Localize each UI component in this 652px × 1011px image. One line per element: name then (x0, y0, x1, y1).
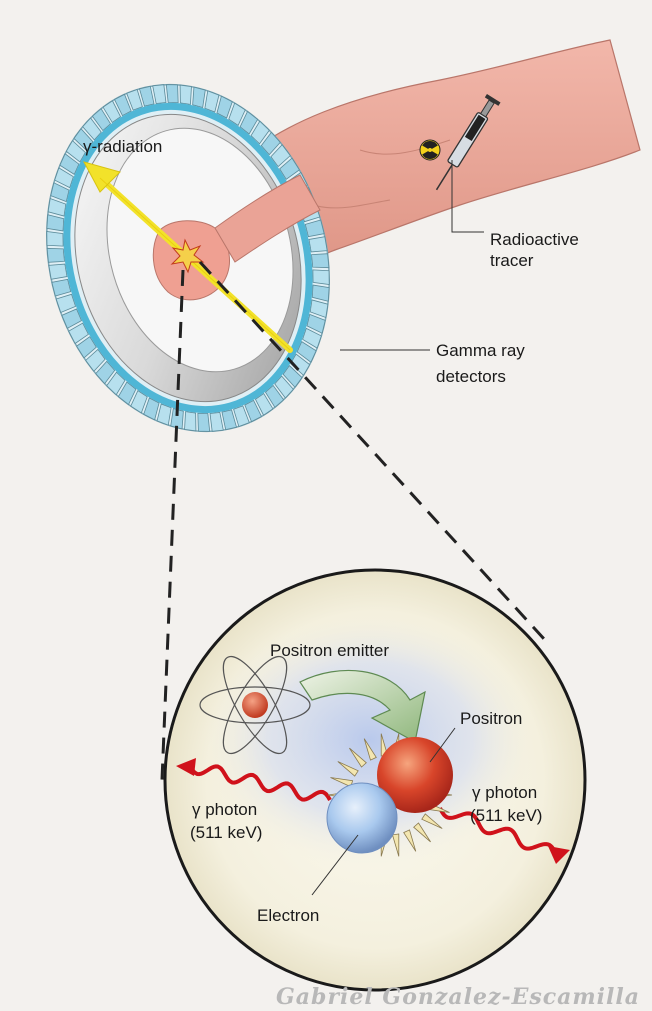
detector-block (47, 248, 64, 262)
radiation-symbol-icon (420, 140, 440, 160)
detector-block (309, 237, 327, 252)
photon-left-label-line1: γ photon (192, 800, 257, 819)
photon-left-label-line2: (511 keV) (190, 823, 262, 842)
positron-emitter-label: Positron emitter (270, 641, 389, 660)
radioactive-tracer-label-line1: Radioactive (490, 230, 579, 249)
detector-block (47, 231, 63, 246)
photon-right-label-line1: γ photon (472, 783, 537, 802)
detector-block (185, 412, 196, 431)
detector-block (180, 85, 191, 104)
detector-block (193, 87, 206, 107)
detector-block (312, 254, 329, 268)
electron-label: Electron (257, 906, 319, 925)
detector-block (198, 413, 210, 431)
detector-block (166, 85, 178, 103)
gamma-detectors-label-line1: Gamma ray (436, 341, 525, 360)
detector-block (49, 264, 67, 279)
positron-label: Positron (460, 709, 522, 728)
detector-block (313, 270, 329, 285)
watermark: Gabriel Gonzalez-Escamilla (276, 984, 640, 1010)
radioactive-tracer-label-line2: tracer (490, 251, 534, 270)
gamma-radiation-label: γ-radiation (83, 137, 162, 156)
gamma-detectors-label-line2: detectors (436, 367, 506, 386)
photon-right-label-line2: (511 keV) (470, 806, 542, 825)
electron-particle (327, 783, 397, 853)
